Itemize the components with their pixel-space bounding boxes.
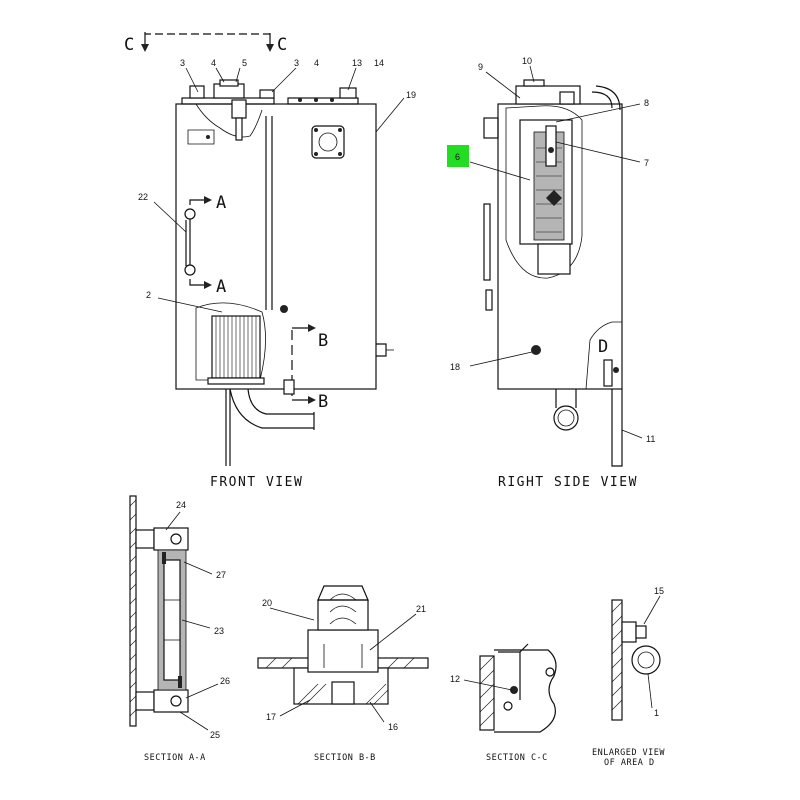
marker-d: D — [598, 337, 608, 357]
section-bb-title: SECTION B-B — [314, 753, 376, 763]
right-side-view: D RIGHT SIDE VIEW — [483, 79, 638, 490]
callout-22: 22 — [138, 192, 148, 202]
section-bb: SECTION B-B — [257, 585, 429, 763]
callout-21: 21 — [416, 604, 426, 614]
callout-17: 17 — [266, 712, 276, 722]
callouts: 3 4 5 3 4 13 14 19 22 2 9 10 8 6 7 18 11… — [138, 56, 664, 740]
callout-19: 19 — [406, 90, 416, 100]
enlarged-view-d: ENLARGED VIEW OF AREA D — [592, 599, 665, 768]
callout-10: 10 — [522, 56, 532, 66]
front-view-title: FRONT VIEW — [210, 475, 303, 490]
enlarged-view-title-1: ENLARGED VIEW — [592, 748, 665, 758]
callout-14: 14 — [374, 58, 384, 68]
callout-20: 20 — [262, 598, 272, 608]
callout-9: 9 — [478, 62, 483, 72]
callout-25: 25 — [210, 730, 220, 740]
callout-11: 11 — [646, 434, 655, 444]
callout-15: 15 — [654, 586, 664, 596]
enlarged-view-title-2: OF AREA D — [604, 758, 655, 768]
marker-c-left: C — [124, 35, 134, 55]
callout-12: 12 — [450, 674, 460, 684]
callout-6-highlight — [447, 145, 469, 167]
right-side-view-title: RIGHT SIDE VIEW — [498, 475, 638, 490]
callout-13: 13 — [352, 58, 362, 68]
callout-4b: 4 — [314, 58, 319, 68]
marker-a-bottom: A — [216, 277, 226, 297]
section-aa-title: SECTION A-A — [144, 753, 206, 763]
callout-3a: 3 — [180, 58, 185, 68]
section-cc-title: SECTION C-C — [486, 753, 548, 763]
callout-27: 27 — [216, 570, 226, 580]
callout-8: 8 — [644, 98, 649, 108]
front-view: C C — [124, 32, 394, 490]
callout-26: 26 — [220, 676, 230, 686]
section-cc: SECTION C-C — [479, 643, 557, 763]
marker-a-top: A — [216, 193, 226, 213]
callout-2: 2 — [146, 290, 151, 300]
callout-4a: 4 — [211, 58, 216, 68]
callout-18: 18 — [450, 362, 460, 372]
marker-b-top: B — [318, 331, 328, 351]
callout-5: 5 — [242, 58, 247, 68]
callout-3b: 3 — [294, 58, 299, 68]
callout-6: 6 — [455, 152, 460, 162]
callout-7: 7 — [644, 158, 649, 168]
callout-16: 16 — [388, 722, 398, 732]
callout-1: 1 — [654, 708, 659, 718]
section-aa: SECTION A-A — [129, 495, 206, 763]
callout-24: 24 — [176, 500, 186, 510]
callout-23: 23 — [214, 626, 224, 636]
leader-lines — [153, 65, 661, 731]
marker-c-right: C — [277, 35, 287, 55]
marker-b-bottom: B — [318, 392, 328, 412]
